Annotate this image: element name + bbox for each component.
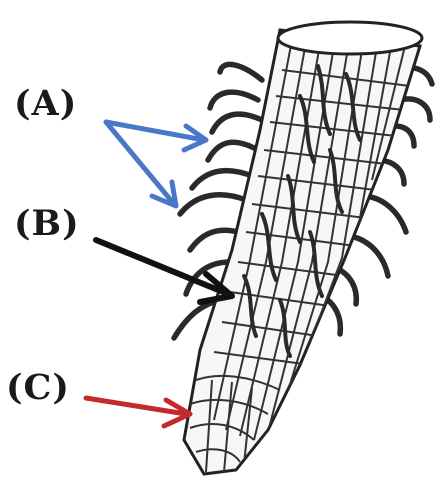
root-hair [220,64,262,80]
label-a: (A) [14,86,77,121]
root-hair [208,142,258,160]
label-c: (C) [6,370,70,405]
root-cut-end [278,22,422,54]
root-hair [212,114,262,132]
root-hair [350,236,388,276]
root-hair [190,230,238,250]
label-b: (B) [14,206,80,241]
arrow-b [96,240,232,302]
root-hair [210,92,258,108]
root-hair [180,195,246,214]
root-hair [400,99,430,120]
arrow-c [86,398,190,426]
root-hair [192,171,252,188]
arrow-a [106,122,206,206]
